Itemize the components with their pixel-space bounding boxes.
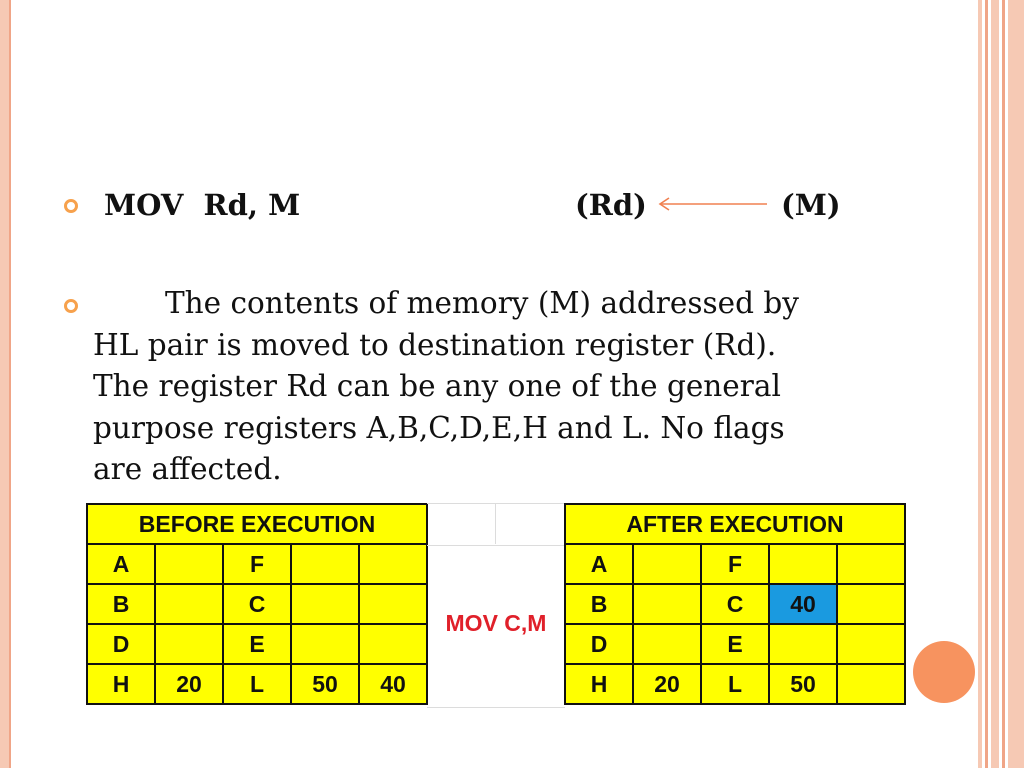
table-cell: H (564, 663, 634, 705)
slide-frame-left-line (9, 0, 11, 768)
table-cell: E (700, 623, 770, 665)
table-cell: B (86, 583, 156, 625)
table-cell (836, 663, 906, 705)
table-cell (154, 623, 224, 665)
table-cell: 20 (154, 663, 224, 705)
operation-label: MOV C,M (445, 610, 547, 636)
operation-area-divider (495, 503, 496, 544)
table-cell: 50 (768, 663, 838, 705)
table-cell: 50 (290, 663, 360, 705)
table-cell (836, 623, 906, 665)
operation-area-bottom (427, 544, 565, 708)
table-cell: 40 (358, 663, 428, 705)
operation-area (427, 503, 565, 708)
table-cell (290, 543, 360, 585)
table-cell: L (700, 663, 770, 705)
table-cell: B (564, 583, 634, 625)
table-cell (836, 583, 906, 625)
instruction-destination: (Rd) (575, 188, 647, 222)
description-paragraph: The contents of memory (M) addressed by … (93, 283, 853, 491)
highlighted-cell: 40 (768, 583, 838, 625)
description-line: The contents of memory (M) addressed by (165, 286, 799, 320)
table-cell: F (700, 543, 770, 585)
bullet-icon (64, 299, 78, 313)
table-cell (358, 543, 428, 585)
table-cell (632, 583, 702, 625)
instruction-source: (M) (781, 188, 841, 222)
table-cell (358, 583, 428, 625)
description-line: The register Rd can be any one of the ge… (93, 369, 781, 403)
table-cell: E (222, 623, 292, 665)
table-row: H 20 L 50 40 (86, 663, 428, 705)
table-cell: F (222, 543, 292, 585)
table-cell: D (564, 623, 634, 665)
table-cell: A (564, 543, 634, 585)
table-cell: L (222, 663, 292, 705)
table-cell (768, 623, 838, 665)
description-line: HL pair is moved to destination register… (93, 327, 777, 362)
description-line: purpose registers A,B,C,D,E,H and L. No … (93, 410, 785, 445)
table-row: A F (86, 543, 428, 585)
instruction-mnemonic: MOV Rd, M (104, 188, 301, 222)
table-cell: D (86, 623, 156, 665)
table-cell (290, 583, 360, 625)
table-cell (290, 623, 360, 665)
bullet-icon (64, 199, 78, 213)
decorative-circle (913, 641, 975, 703)
table-row: H 20 L 50 (564, 663, 906, 705)
slide-frame-left (0, 0, 9, 768)
table-cell (632, 543, 702, 585)
table-cell (154, 543, 224, 585)
table-cell (358, 623, 428, 665)
table-cell (632, 623, 702, 665)
table-cell: A (86, 543, 156, 585)
after-execution-table: AFTER EXECUTION A F B C 40 D E H 20 L 50 (564, 503, 906, 705)
table-cell: C (222, 583, 292, 625)
table-row: A F (564, 543, 906, 585)
table-row: D E (564, 623, 906, 665)
description-line: are affected. (93, 452, 282, 486)
before-table-title: BEFORE EXECUTION (86, 503, 428, 545)
before-execution-table: BEFORE EXECUTION A F B C D E H 20 L 50 4… (86, 503, 428, 705)
table-row: B C 40 (564, 583, 906, 625)
table-cell (768, 543, 838, 585)
table-row: B C (86, 583, 428, 625)
after-table-title: AFTER EXECUTION (564, 503, 906, 545)
table-cell (836, 543, 906, 585)
table-cell: 20 (632, 663, 702, 705)
slide-frame-right (978, 0, 1024, 768)
slide-frame-right-stripes (978, 0, 1024, 768)
table-cell: C (700, 583, 770, 625)
table-cell: H (86, 663, 156, 705)
table-row: D E (86, 623, 428, 665)
operation-area-top (427, 503, 565, 546)
table-cell (154, 583, 224, 625)
left-arrow-icon (655, 192, 770, 216)
